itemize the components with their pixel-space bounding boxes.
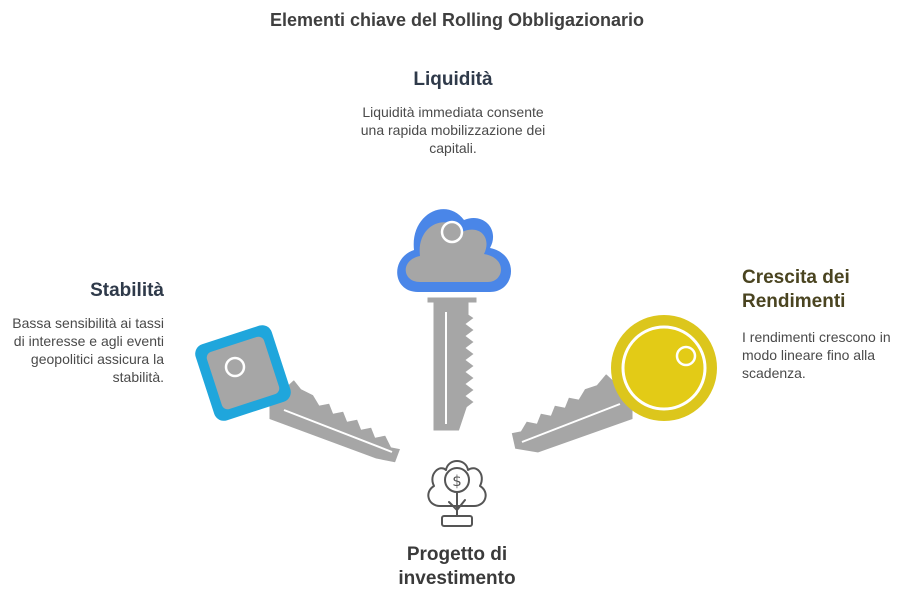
money-tree-icon: $ [427,460,487,527]
round-key-icon [508,315,717,456]
liquidita-title: Liquidità [413,69,493,90]
diagram-title: Elementi chiave del Rolling Obbligaziona… [269,10,645,30]
svg-text:$: $ [452,472,462,490]
square-key-icon [195,325,405,466]
crescita-title: Crescita dei Rendimenti [742,267,850,312]
liquidita-description: Liquidità immediata consente una rapida … [360,104,546,156]
progetto-title: Progetto di investimento [398,544,516,589]
cloud-key-icon [397,209,512,434]
stabilita-description: Bassa sensibilità ai tassi di interesse … [12,315,164,385]
stabilita-title: Stabilità [90,280,164,301]
crescita-description: I rendimenti crescono in modo lineare fi… [742,329,891,381]
